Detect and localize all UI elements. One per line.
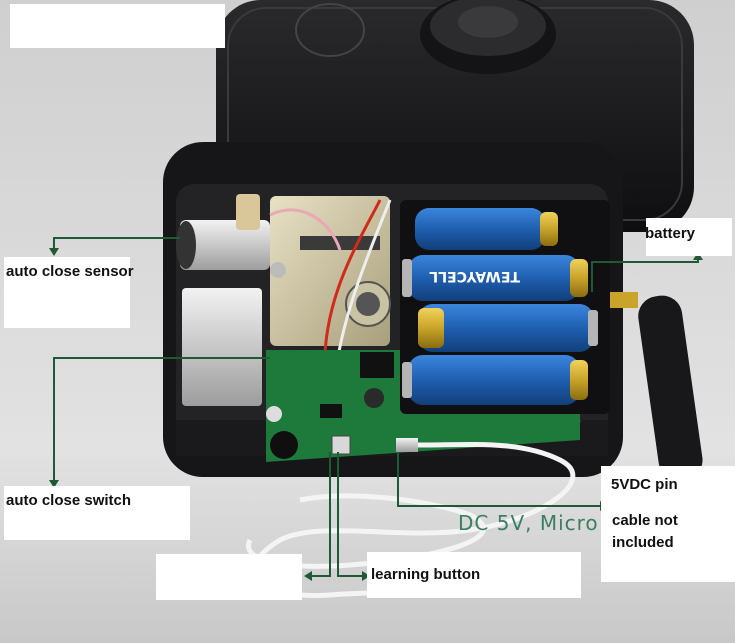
lid-emboss-logo: [295, 3, 365, 57]
learning-button-label: learning button: [371, 566, 481, 583]
lock-mechanism: [270, 196, 391, 346]
micro-usb-port: [396, 438, 418, 452]
battery-label-box: [646, 218, 732, 256]
battery-label: battery: [645, 225, 696, 242]
pin-5vdc-label: 5VDC pin: [611, 476, 678, 493]
battery-cell: [415, 208, 558, 250]
learning-button-label-box: [367, 552, 581, 598]
battery-cell: [402, 355, 588, 405]
pcb: [266, 350, 580, 462]
lid-knob: [420, 0, 556, 74]
battery-pack: [402, 208, 598, 405]
auto-close-sensor-label: auto close sensor: [6, 263, 134, 280]
battery-print: TEWAYCELL: [429, 268, 520, 284]
auto-close-sensor: [176, 194, 270, 270]
auto-close-switch-label: auto close switch: [6, 492, 132, 509]
surface-print-text: DC 5V, Micro: [458, 511, 599, 535]
learning-button-component: [331, 435, 351, 455]
blank-label-box: [10, 4, 225, 48]
battery-cell: [418, 304, 598, 352]
cable-note-label: cable not included: [612, 512, 678, 551]
battery-cell: [402, 255, 588, 301]
auto-close-sensor-label-box: [4, 257, 130, 328]
blank-label-box-bottom: [156, 554, 302, 600]
auto-close-switch-label-box: [4, 486, 190, 540]
auto-close-switch: [182, 288, 262, 406]
pin-5vdc-label-box: [601, 466, 735, 582]
